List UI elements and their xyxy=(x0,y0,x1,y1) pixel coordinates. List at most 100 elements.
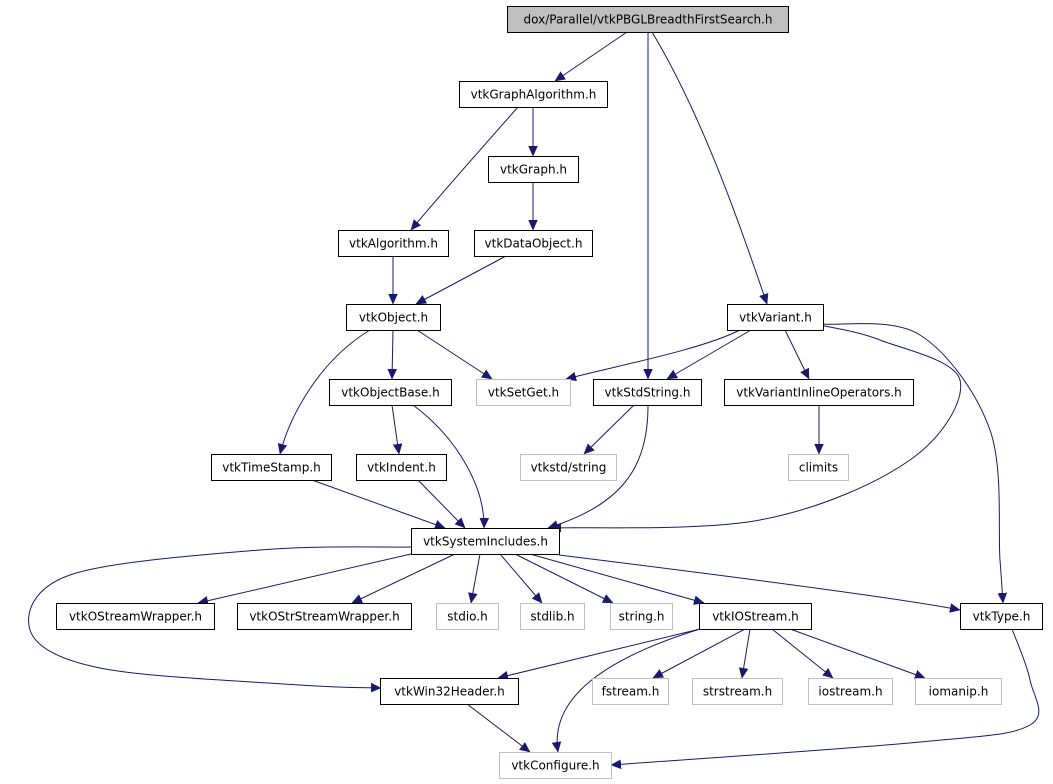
node-box-indent xyxy=(356,454,447,481)
edge-win32-to-configure xyxy=(466,703,530,753)
node-label-iostream: iostream.h xyxy=(818,685,882,699)
node-ostreamwrapper[interactable]: vtkOStreamWrapper.h xyxy=(56,603,215,630)
node-box-root xyxy=(507,6,789,33)
edge-iostream_h-to-fstream xyxy=(653,628,746,679)
node-label-stdstring: vtkStdString.h xyxy=(605,386,691,400)
node-object[interactable]: vtkObject.h xyxy=(346,304,441,331)
node-vtkstdstring: vtkstd/string xyxy=(520,454,617,481)
node-box-configure xyxy=(499,752,612,779)
node-stdio: stdio.h xyxy=(436,603,499,630)
edge-object-to-setget xyxy=(416,329,492,380)
edge-stdstring-to-sysinc xyxy=(548,404,649,528)
node-label-fstream: fstream.h xyxy=(602,685,660,699)
node-setget: vtkSetGet.h xyxy=(476,379,571,406)
node-box-vtkstdstring xyxy=(520,454,617,481)
node-box-graphalg xyxy=(459,81,608,108)
node-box-ostrstreamwrapper xyxy=(237,603,412,630)
node-box-stdstring xyxy=(593,379,702,406)
node-label-win32: vtkWin32Header.h xyxy=(394,685,505,699)
node-string: string.h xyxy=(610,603,673,630)
edge-root-to-variant xyxy=(651,31,767,304)
node-label-sysinc: vtkSystemIncludes.h xyxy=(423,535,548,549)
node-objectbase[interactable]: vtkObjectBase.h xyxy=(329,379,452,406)
edge-sysinc-to-win32 xyxy=(28,546,412,688)
node-box-fstream xyxy=(592,678,669,705)
node-strstream: strstream.h xyxy=(692,678,783,705)
edge-variant-to-stdstring xyxy=(667,329,752,380)
node-iostream_h[interactable]: vtkIOStream.h xyxy=(699,603,812,630)
node-label-variantops: vtkVariantInlineOperators.h xyxy=(736,386,902,400)
edge-objectbase-to-indent xyxy=(391,404,399,454)
node-box-iostream_h xyxy=(699,603,812,630)
node-graphalg[interactable]: vtkGraphAlgorithm.h xyxy=(459,81,608,108)
edge-sysinc-to-ostreamwrapper xyxy=(198,553,412,603)
node-label-vtkstdstring: vtkstd/string xyxy=(531,461,607,475)
node-box-string xyxy=(610,603,673,630)
edge-object-to-timestamp xyxy=(280,329,371,454)
node-box-stdio xyxy=(436,603,499,630)
edge-iostream_h-to-strstream xyxy=(742,628,751,678)
node-box-ostreamwrapper xyxy=(56,603,215,630)
node-label-algorithm: vtkAlgorithm.h xyxy=(349,237,438,251)
node-label-setget: vtkSetGet.h xyxy=(488,386,559,400)
node-box-objectbase xyxy=(329,379,452,406)
edge-sysinc-to-string xyxy=(514,553,613,604)
node-dataobject[interactable]: vtkDataObject.h xyxy=(474,230,593,257)
node-type[interactable]: vtkType.h xyxy=(960,603,1043,630)
node-win32[interactable]: vtkWin32Header.h xyxy=(380,678,519,705)
node-box-graph xyxy=(488,156,579,183)
edge-timestamp-to-sysinc xyxy=(311,479,445,528)
edge-dataobject-to-object xyxy=(416,255,507,305)
node-indent[interactable]: vtkIndent.h xyxy=(356,454,447,481)
node-box-type xyxy=(960,603,1043,630)
edge-object-to-objectbase xyxy=(392,329,393,379)
node-label-graph: vtkGraph.h xyxy=(500,163,567,177)
node-label-climits: climits xyxy=(799,461,838,475)
node-iostream: iostream.h xyxy=(808,678,893,705)
node-configure: vtkConfigure.h xyxy=(499,752,612,779)
edge-iostream_h-to-win32 xyxy=(498,628,701,678)
node-box-iomanip xyxy=(915,678,1002,705)
node-box-timestamp xyxy=(211,454,332,481)
node-ostrstreamwrapper[interactable]: vtkOStrStreamWrapper.h xyxy=(237,603,412,630)
node-label-indent: vtkIndent.h xyxy=(367,461,436,475)
node-variantops[interactable]: vtkVariantInlineOperators.h xyxy=(724,379,914,406)
node-sysinc[interactable]: vtkSystemIncludes.h xyxy=(411,528,560,555)
node-graph[interactable]: vtkGraph.h xyxy=(488,156,579,183)
node-label-strstream: strstream.h xyxy=(703,685,772,699)
node-label-stdio: stdio.h xyxy=(447,610,487,624)
node-climits: climits xyxy=(788,454,849,481)
node-box-dataobject xyxy=(474,230,593,257)
node-label-dataobject: vtkDataObject.h xyxy=(485,237,583,251)
node-label-ostreamwrapper: vtkOStreamWrapper.h xyxy=(69,610,202,624)
node-timestamp[interactable]: vtkTimeStamp.h xyxy=(211,454,332,481)
node-root[interactable]: dox/Parallel/vtkPBGLBreadthFirstSearch.h xyxy=(507,6,789,33)
edge-variant-to-setget xyxy=(566,329,741,379)
edge-graphalg-to-algorithm xyxy=(411,106,519,230)
node-algorithm[interactable]: vtkAlgorithm.h xyxy=(338,230,449,257)
node-variant[interactable]: vtkVariant.h xyxy=(727,304,824,331)
edge-sysinc-to-iostream_h xyxy=(529,553,704,603)
edge-variant-to-type xyxy=(822,322,1003,603)
edges-layer xyxy=(28,31,1040,765)
edge-objectbase-to-sysinc xyxy=(412,404,484,528)
node-box-stdlib xyxy=(520,603,585,630)
edge-sysinc-to-ostrstreamwrapper xyxy=(352,553,456,604)
edge-sysinc-to-type xyxy=(558,554,960,610)
node-stdstring[interactable]: vtkStdString.h xyxy=(593,379,702,406)
node-label-iostream_h: vtkIOStream.h xyxy=(712,610,799,624)
node-label-type: vtkType.h xyxy=(973,610,1031,624)
edge-iostream_h-to-iomanip xyxy=(789,628,925,678)
edge-sysinc-to-stdlib xyxy=(499,553,542,603)
node-box-sysinc xyxy=(411,528,560,555)
node-fstream: fstream.h xyxy=(592,678,669,705)
node-label-graphalg: vtkGraphAlgorithm.h xyxy=(471,88,597,102)
node-stdlib: stdlib.h xyxy=(520,603,585,630)
node-box-strstream xyxy=(692,678,783,705)
edge-iostream_h-to-configure xyxy=(557,628,701,752)
edge-stdstring-to-vtkstdstring xyxy=(584,404,635,454)
node-label-object: vtkObject.h xyxy=(359,311,428,325)
node-box-variantops xyxy=(724,379,914,406)
node-label-configure: vtkConfigure.h xyxy=(511,759,599,773)
